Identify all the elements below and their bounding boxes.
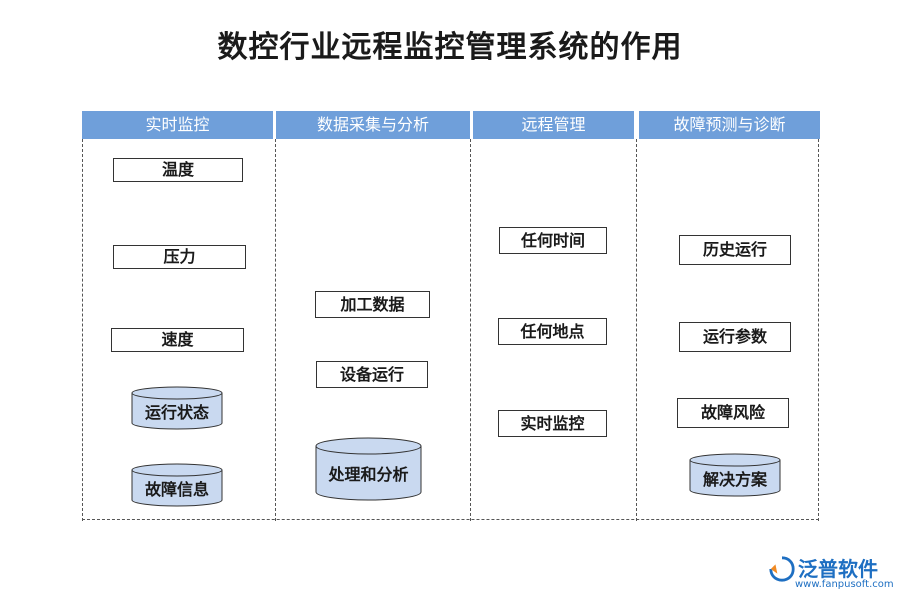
divider-3 xyxy=(636,139,637,521)
column-header-fault: 故障预测与诊断 xyxy=(639,111,820,139)
divider-right-edge xyxy=(818,139,819,521)
divider-bottom xyxy=(82,519,819,520)
item-box: 温度 xyxy=(113,158,243,182)
item-box: 加工数据 xyxy=(315,291,430,318)
cylinder-item: 解决方案 xyxy=(689,453,781,497)
item-box: 运行参数 xyxy=(679,322,791,352)
item-box: 任何时间 xyxy=(499,227,607,254)
diagram-title: 数控行业远程监控管理系统的作用 xyxy=(217,30,683,65)
column-header-realtime: 实时监控 xyxy=(82,111,273,139)
divider-left-edge xyxy=(82,139,83,521)
brand-logo-icon xyxy=(769,556,795,582)
item-box: 历史运行 xyxy=(679,235,791,265)
brand-name: 泛普软件 xyxy=(798,557,878,581)
cylinder-item: 运行状态 xyxy=(131,386,223,430)
item-box: 速度 xyxy=(111,328,244,352)
cylinder-item: 故障信息 xyxy=(131,463,223,507)
item-box: 任何地点 xyxy=(498,318,607,345)
brand-url: www.fanpusoft.com xyxy=(795,579,894,590)
cylinder-item: 处理和分析 xyxy=(315,437,422,501)
column-header-remote: 远程管理 xyxy=(473,111,634,139)
item-box: 设备运行 xyxy=(316,361,428,388)
divider-1 xyxy=(275,139,276,521)
column-header-data: 数据采集与分析 xyxy=(276,111,470,139)
item-box: 实时监控 xyxy=(498,410,607,437)
item-box: 压力 xyxy=(113,245,246,269)
item-box: 故障风险 xyxy=(677,398,789,428)
divider-2 xyxy=(470,139,471,521)
